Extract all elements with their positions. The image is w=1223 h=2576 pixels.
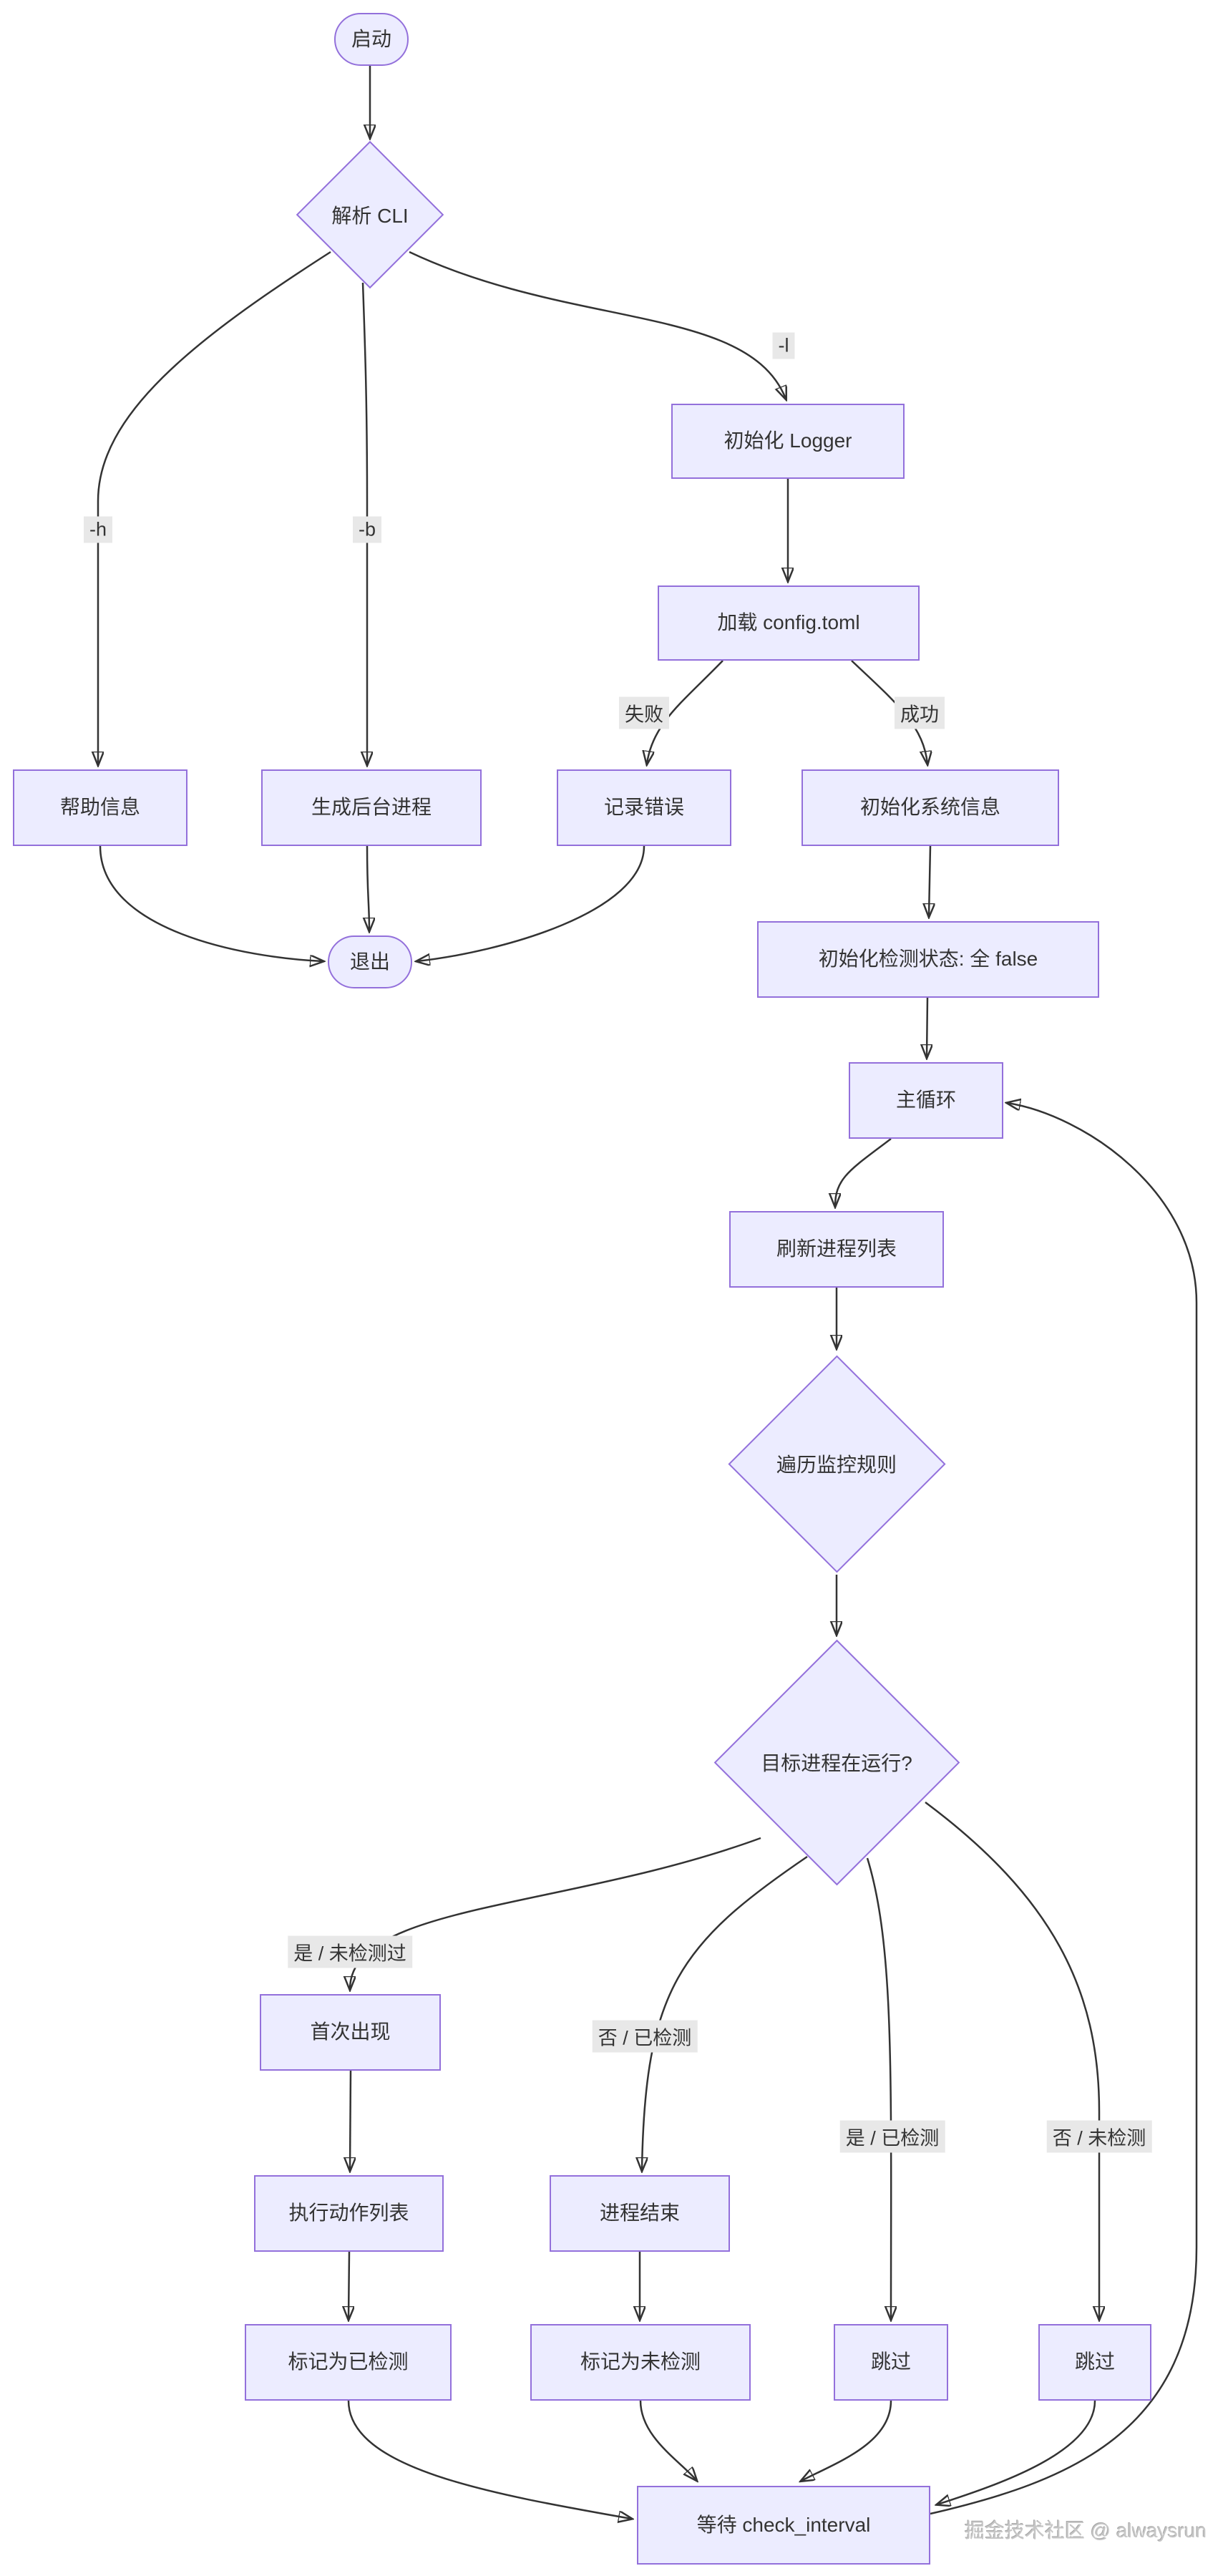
node-exec-actions: 执行动作列表 xyxy=(254,2175,444,2252)
node-first-seen-label: 首次出现 xyxy=(310,2021,391,2043)
edge-running-skip1 xyxy=(866,1857,891,2319)
node-help-info: 帮助信息 xyxy=(13,769,187,846)
edge-skip1-wait xyxy=(801,2400,892,2481)
edge-skip2-wait xyxy=(937,2400,1096,2504)
edge-label-l-flag: -l xyxy=(772,332,795,359)
node-load-config: 加载 config.toml xyxy=(658,585,920,661)
edge-firstseen-actions xyxy=(350,2070,351,2170)
edge-label-no-undetected: 否 / 未检测 xyxy=(1046,2120,1152,2153)
edge-label-yes-undetected: 是 / 未检测过 xyxy=(288,1935,412,1968)
node-parse-cli-label: 解析 CLI xyxy=(331,205,409,227)
node-mark-detected: 标记为已检测 xyxy=(245,2324,452,2401)
edge-parse-help xyxy=(98,251,331,764)
node-process-end-label: 进程结束 xyxy=(599,2202,680,2225)
node-main-loop: 主循环 xyxy=(849,1062,1003,1139)
node-skip-2: 跳过 xyxy=(1038,2324,1151,2401)
node-load-config-label: 加载 config.toml xyxy=(717,611,860,634)
edge-label-b-flag: -b xyxy=(352,516,382,543)
node-target-running-label: 目标进程在运行? xyxy=(761,1752,912,1774)
edge-running-skip2 xyxy=(925,1801,1099,2319)
edge-running-processend xyxy=(642,1855,808,2170)
node-init-logger-label: 初始化 Logger xyxy=(723,429,852,452)
node-init-state-label: 初始化检测状态: 全 false xyxy=(818,948,1038,971)
node-exit-label: 退出 xyxy=(349,950,390,973)
node-spawn-daemon-label: 生成后台进程 xyxy=(311,796,432,819)
watermark-text: 掘金技术社区 @ alwaysrun xyxy=(965,2519,1207,2542)
edge-parse-logger xyxy=(409,251,786,399)
edge-logerror-exit xyxy=(417,845,645,961)
node-iterate-rules: 遍历监控规则 xyxy=(686,1449,987,1478)
edge-sysinfo-state xyxy=(929,845,930,916)
node-init-sysinfo: 初始化系统信息 xyxy=(801,769,1059,846)
node-help-info-label: 帮助信息 xyxy=(59,796,140,819)
edge-parse-daemon xyxy=(363,282,367,764)
edge-markundetected-wait xyxy=(639,2400,696,2480)
node-spawn-daemon: 生成后台进程 xyxy=(261,769,482,846)
edge-label-success: 成功 xyxy=(895,696,945,729)
node-start: 启动 xyxy=(334,13,409,66)
node-mark-detected-label: 标记为已检测 xyxy=(288,2351,409,2373)
node-wait-interval-label: 等待 check_interval xyxy=(696,2513,871,2536)
node-iterate-rules-label: 遍历监控规则 xyxy=(776,1454,897,1476)
node-process-end: 进程结束 xyxy=(550,2175,730,2252)
edge-label-h-flag: -h xyxy=(83,516,113,543)
node-target-running: 目标进程在运行? xyxy=(686,1748,987,1777)
node-log-error-label: 记录错误 xyxy=(603,796,684,819)
node-wait-interval: 等待 check_interval xyxy=(637,2486,930,2565)
node-start-label: 启动 xyxy=(351,27,391,50)
node-init-sysinfo-label: 初始化系统信息 xyxy=(859,796,1000,819)
edge-daemon-exit xyxy=(367,845,369,930)
node-init-logger: 初始化 Logger xyxy=(671,404,905,479)
edge-help-exit xyxy=(99,845,323,961)
node-main-loop-label: 主循环 xyxy=(895,1089,956,1112)
edge-wait-mainloop-return xyxy=(930,1103,1198,2515)
edge-config-logerror xyxy=(647,660,723,764)
node-parse-cli: 解析 CLI xyxy=(220,200,520,229)
node-exit: 退出 xyxy=(328,935,412,988)
node-refresh-process-label: 刷新进程列表 xyxy=(776,1238,897,1260)
edge-label-fail: 失败 xyxy=(619,696,669,729)
edge-label-yes-detected: 是 / 已检测 xyxy=(839,2120,945,2153)
edge-mainloop-refresh xyxy=(835,1138,892,1206)
node-skip-1-label: 跳过 xyxy=(870,2351,911,2373)
edge-markdetected-wait xyxy=(347,2400,631,2519)
node-skip-2-label: 跳过 xyxy=(1074,2351,1115,2373)
node-first-seen: 首次出现 xyxy=(260,1994,441,2071)
edge-label-no-detected: 否 / 已检测 xyxy=(592,2020,698,2053)
node-exec-actions-label: 执行动作列表 xyxy=(288,2202,409,2225)
node-refresh-process: 刷新进程列表 xyxy=(729,1211,944,1288)
node-mark-undetected: 标记为未检测 xyxy=(530,2324,751,2401)
node-mark-undetected-label: 标记为未检测 xyxy=(580,2351,701,2373)
node-init-state: 初始化检测状态: 全 false xyxy=(757,921,1099,998)
node-log-error: 记录错误 xyxy=(557,769,731,846)
node-skip-1: 跳过 xyxy=(834,2324,948,2401)
